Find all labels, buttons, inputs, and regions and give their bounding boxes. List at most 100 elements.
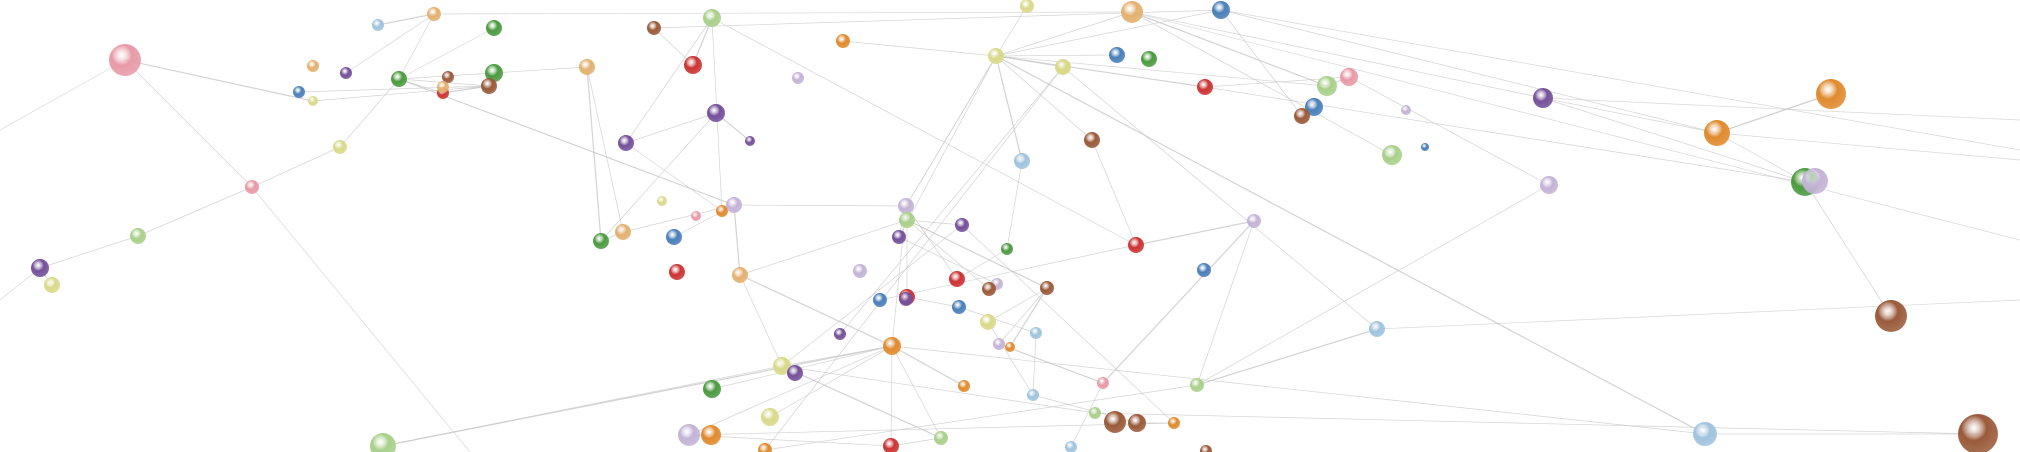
graph-node[interactable] xyxy=(745,136,755,146)
graph-node[interactable] xyxy=(952,300,966,314)
graph-node[interactable] xyxy=(1317,76,1337,96)
graph-node[interactable] xyxy=(1212,1,1230,19)
graph-node[interactable] xyxy=(883,337,901,355)
graph-node[interactable] xyxy=(615,224,631,240)
graph-node[interactable] xyxy=(391,71,407,87)
graph-node[interactable] xyxy=(245,180,259,194)
graph-node[interactable] xyxy=(873,293,887,307)
graph-node[interactable] xyxy=(703,9,721,27)
graph-node[interactable] xyxy=(1802,168,1828,194)
graph-node[interactable] xyxy=(1200,445,1212,452)
graph-node[interactable] xyxy=(883,438,899,452)
graph-node[interactable] xyxy=(1875,300,1907,332)
graph-node[interactable] xyxy=(892,230,906,244)
graph-node[interactable] xyxy=(1958,414,1998,452)
graph-node[interactable] xyxy=(898,198,914,214)
graph-node[interactable] xyxy=(1533,88,1553,108)
graph-node[interactable] xyxy=(1704,120,1730,146)
graph-node[interactable] xyxy=(1001,243,1013,255)
graph-node[interactable] xyxy=(982,282,996,296)
graph-node[interactable] xyxy=(899,292,913,306)
graph-node[interactable] xyxy=(1128,237,1144,253)
graph-node[interactable] xyxy=(1693,422,1717,446)
graph-node[interactable] xyxy=(647,21,661,35)
graph-node[interactable] xyxy=(340,67,352,79)
graph-node[interactable] xyxy=(787,365,803,381)
graph-node[interactable] xyxy=(691,211,701,221)
graph-node[interactable] xyxy=(1005,342,1015,352)
graph-node[interactable] xyxy=(707,104,725,122)
graph-node[interactable] xyxy=(130,228,146,244)
graph-node[interactable] xyxy=(684,56,702,74)
graph-node[interactable] xyxy=(1109,47,1125,63)
graph-node[interactable] xyxy=(1369,321,1385,337)
graph-node[interactable] xyxy=(109,44,141,76)
graph-node[interactable] xyxy=(442,71,454,83)
graph-node[interactable] xyxy=(1247,214,1261,228)
graph-node[interactable] xyxy=(758,443,772,452)
graph-node[interactable] xyxy=(44,277,60,293)
graph-node[interactable] xyxy=(31,259,49,277)
graph-node[interactable] xyxy=(1294,108,1310,124)
graph-node[interactable] xyxy=(579,59,595,75)
graph-node[interactable] xyxy=(761,408,779,426)
graph-node[interactable] xyxy=(1027,389,1039,401)
graph-node[interactable] xyxy=(1197,79,1213,95)
graph-node[interactable] xyxy=(669,264,685,280)
graph-node[interactable] xyxy=(988,48,1004,64)
graph-node[interactable] xyxy=(955,218,969,232)
graph-node[interactable] xyxy=(1540,176,1558,194)
graph-node[interactable] xyxy=(716,205,728,217)
graph-node[interactable] xyxy=(308,96,318,106)
graph-node[interactable] xyxy=(732,267,748,283)
graph-node[interactable] xyxy=(1097,377,1109,389)
graph-node[interactable] xyxy=(701,425,721,445)
graph-node[interactable] xyxy=(593,233,609,249)
graph-node[interactable] xyxy=(1089,407,1101,419)
graph-node[interactable] xyxy=(1168,417,1180,429)
graph-node[interactable] xyxy=(1340,68,1358,86)
graph-node[interactable] xyxy=(1014,153,1030,169)
graph-node[interactable] xyxy=(486,20,502,36)
graph-node[interactable] xyxy=(618,135,634,151)
graph-node[interactable] xyxy=(657,196,667,206)
graph-node[interactable] xyxy=(836,34,850,48)
graph-node[interactable] xyxy=(792,72,804,84)
graph-node[interactable] xyxy=(980,314,996,330)
graph-node[interactable] xyxy=(834,328,846,340)
graph-node[interactable] xyxy=(666,229,682,245)
graph-node[interactable] xyxy=(1104,411,1126,433)
graph-node[interactable] xyxy=(333,140,347,154)
graph-node[interactable] xyxy=(1084,132,1100,148)
graph-node[interactable] xyxy=(307,60,319,72)
graph-node[interactable] xyxy=(958,380,970,392)
graph-node[interactable] xyxy=(1421,143,1429,151)
graph-node[interactable] xyxy=(1305,98,1323,116)
graph-node[interactable] xyxy=(1190,378,1204,392)
graph-node[interactable] xyxy=(1401,105,1411,115)
graph-node[interactable] xyxy=(1040,281,1054,295)
graph-node[interactable] xyxy=(993,338,1005,350)
graph-node[interactable] xyxy=(726,197,742,213)
graph-node[interactable] xyxy=(934,431,948,445)
graph-node[interactable] xyxy=(370,433,396,452)
graph-node[interactable] xyxy=(1121,1,1143,23)
graph-node[interactable] xyxy=(481,78,497,94)
graph-node[interactable] xyxy=(678,424,700,446)
graph-node[interactable] xyxy=(293,86,305,98)
graph-node[interactable] xyxy=(1141,51,1157,67)
graph-node[interactable] xyxy=(1056,60,1070,74)
graph-node[interactable] xyxy=(703,380,721,398)
graph-node[interactable] xyxy=(949,271,965,287)
graph-node[interactable] xyxy=(485,64,503,82)
graph-node[interactable] xyxy=(1128,414,1146,432)
graph-node[interactable] xyxy=(1030,327,1042,339)
graph-node[interactable] xyxy=(1020,0,1034,13)
graph-node[interactable] xyxy=(437,81,449,93)
graph-node[interactable] xyxy=(1065,441,1077,452)
graph-node[interactable] xyxy=(773,357,791,375)
graph-node[interactable] xyxy=(899,212,915,228)
graph-node[interactable] xyxy=(1197,263,1211,277)
graph-node[interactable] xyxy=(1816,79,1846,109)
